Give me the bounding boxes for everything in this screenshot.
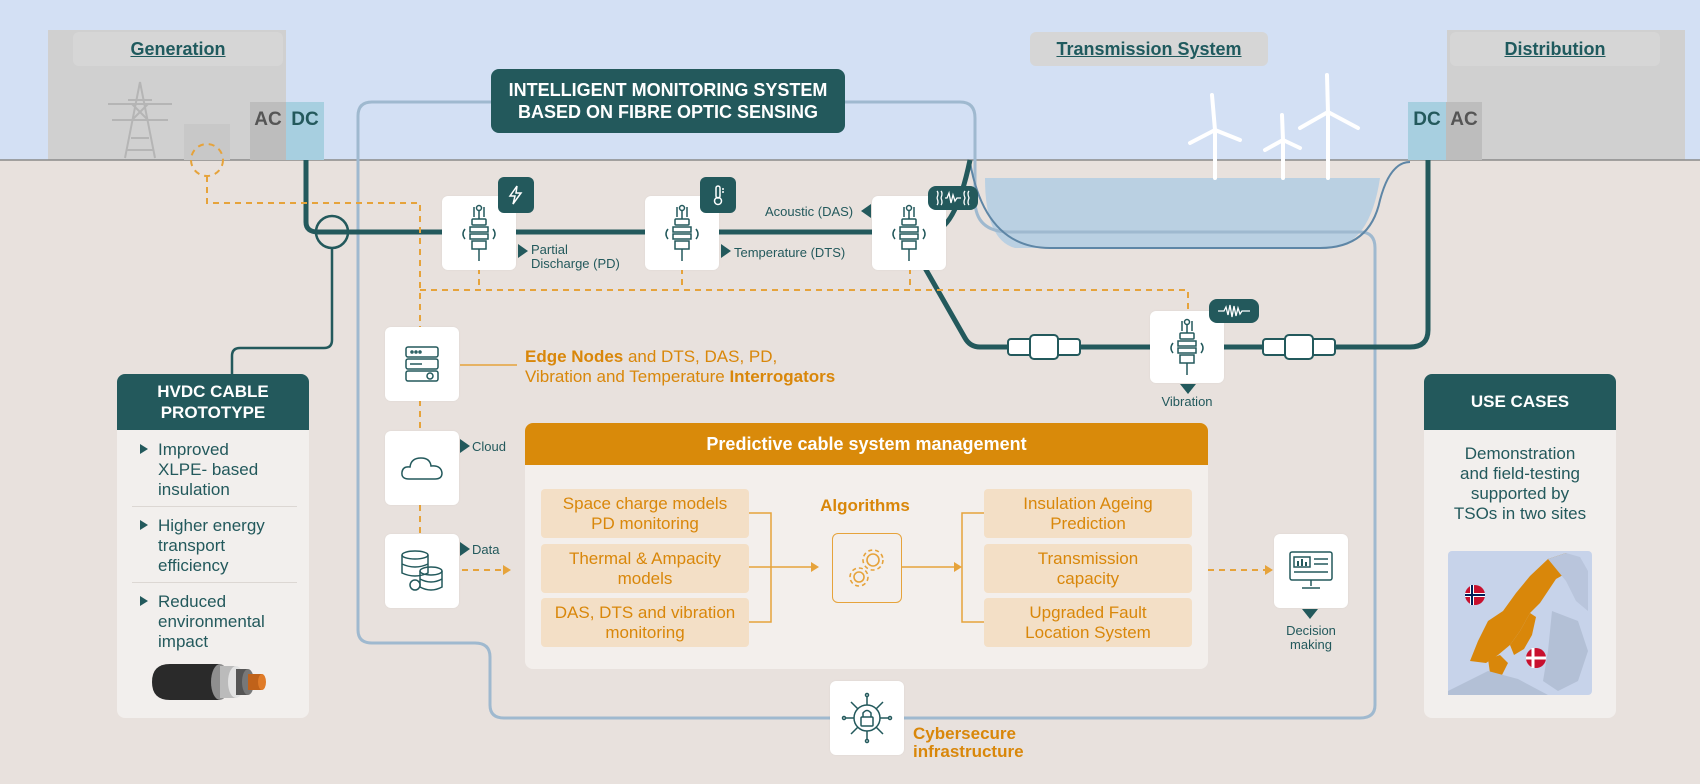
data-arrow bbox=[460, 542, 470, 556]
hvdc-bullet-3: Reduced environmental impact bbox=[140, 592, 300, 652]
interrogators-bold: Interrogators bbox=[729, 367, 836, 386]
divider bbox=[132, 582, 297, 583]
cable-joints bbox=[1007, 334, 1336, 360]
use-cases-text: Demonstration and field-testing supporte… bbox=[1453, 444, 1587, 523]
fibre-sensor-icon bbox=[665, 204, 699, 261]
converter-left-dc: DC bbox=[286, 102, 324, 160]
hvdc-bullet-1: Improved XLPE- based insulation bbox=[140, 440, 300, 500]
server-icon bbox=[405, 346, 439, 382]
pd-label: Partial Discharge (PD) bbox=[531, 242, 620, 271]
bullet-triangle bbox=[140, 520, 148, 530]
dts-badge bbox=[700, 177, 736, 213]
vibration-label: Vibration bbox=[1161, 394, 1213, 409]
pcsm-output-3: Upgraded Fault Location System bbox=[984, 598, 1192, 647]
pd-badge bbox=[498, 177, 534, 213]
fibre-sensor-icon bbox=[462, 204, 496, 261]
fibre-sensor-icon bbox=[1170, 318, 1204, 375]
decision-arrow bbox=[1302, 609, 1318, 619]
das-badge bbox=[928, 186, 978, 210]
das-arrow bbox=[861, 204, 871, 218]
converter-right-dc: DC bbox=[1408, 102, 1446, 160]
data-label: Data bbox=[472, 542, 500, 557]
decision-node[interactable] bbox=[1274, 534, 1348, 608]
transmission-system-label: Transmission System bbox=[1030, 32, 1268, 66]
fibre-sensor-icon bbox=[892, 204, 926, 261]
hvdc-bullet-text-2: Higher energy transport efficiency bbox=[158, 516, 265, 575]
edge-nodes-bold: Edge Nodes bbox=[525, 347, 624, 366]
pcsm-output-2: Transmission capacity bbox=[984, 544, 1192, 593]
thermometer-icon bbox=[713, 185, 724, 206]
cloud-label: Cloud bbox=[472, 439, 506, 454]
vibration-sensor[interactable] bbox=[1150, 311, 1224, 383]
edge-node[interactable] bbox=[385, 327, 459, 401]
wind-turbines bbox=[1188, 73, 1360, 180]
use-cases-title: USE CASES bbox=[1424, 374, 1616, 430]
hvdc-bullet-2: Higher energy transport efficiency bbox=[140, 516, 300, 576]
scandinavia-map bbox=[1448, 551, 1592, 695]
algorithms-label: Algorithms bbox=[820, 496, 910, 515]
pcsm-title: Predictive cable system management bbox=[525, 423, 1208, 465]
cyber-node[interactable] bbox=[830, 681, 904, 755]
cloud-node[interactable] bbox=[385, 431, 459, 505]
cloud-arrow bbox=[460, 439, 470, 453]
edge-nodes-text-2: Vibration and Temperature bbox=[525, 367, 730, 386]
pd-arrow bbox=[518, 244, 528, 258]
soundwave-icon bbox=[1218, 304, 1250, 318]
pylon-icon bbox=[108, 81, 172, 159]
hvdc-bullet-text-1: Improved XLPE- based insulation bbox=[158, 440, 259, 499]
gears-icon bbox=[849, 549, 884, 587]
system-title: INTELLIGENT MONITORING SYSTEM BASED ON F… bbox=[491, 69, 845, 133]
lock-circuit-icon bbox=[841, 692, 893, 744]
hvdc-card bbox=[117, 374, 309, 718]
lightning-icon bbox=[508, 185, 523, 205]
converter-left-ac: AC bbox=[250, 102, 286, 160]
cable-cross-section-illustration bbox=[152, 664, 266, 700]
dts-arrow bbox=[721, 244, 731, 258]
algorithm-gears bbox=[832, 533, 902, 603]
dts-label: Temperature (DTS) bbox=[734, 245, 846, 260]
monitor-dashboard-icon bbox=[1289, 551, 1333, 589]
das-label: Acoustic (DAS) bbox=[765, 204, 854, 219]
decision-label: Decision making bbox=[1286, 623, 1336, 652]
hvdc-bullet-text-3: Reduced environmental impact bbox=[158, 592, 265, 651]
soundwave-icon bbox=[936, 190, 970, 206]
pcsm-input-3: DAS, DTS and vibration monitoring bbox=[541, 598, 749, 647]
hvdc-title: HVDC CABLE PROTOTYPE bbox=[117, 374, 309, 430]
pcsm-input-1: Space charge models PD monitoring bbox=[541, 489, 749, 538]
edge-nodes-text: Edge Nodes and DTS, DAS, PD, Vibration a… bbox=[525, 347, 835, 387]
generation-label: Generation bbox=[73, 32, 283, 66]
divider bbox=[132, 506, 297, 507]
converter-right-ac: AC bbox=[1446, 102, 1482, 160]
bullet-triangle bbox=[140, 444, 148, 454]
database-icon bbox=[401, 550, 443, 591]
vibration-badge bbox=[1209, 299, 1259, 323]
pcsm-output-1: Insulation Ageing Prediction bbox=[984, 489, 1192, 538]
cloud-icon bbox=[401, 457, 443, 480]
distribution-label: Distribution bbox=[1450, 32, 1660, 66]
edge-nodes-text-1: and DTS, DAS, PD, bbox=[623, 347, 778, 366]
cyber-label: Cybersecure infrastructure bbox=[913, 724, 1024, 761]
data-node[interactable] bbox=[385, 534, 459, 608]
pcsm-input-2: Thermal & Ampacity models bbox=[541, 544, 749, 593]
vibration-arrow bbox=[1180, 384, 1196, 394]
bullet-triangle bbox=[140, 596, 148, 606]
